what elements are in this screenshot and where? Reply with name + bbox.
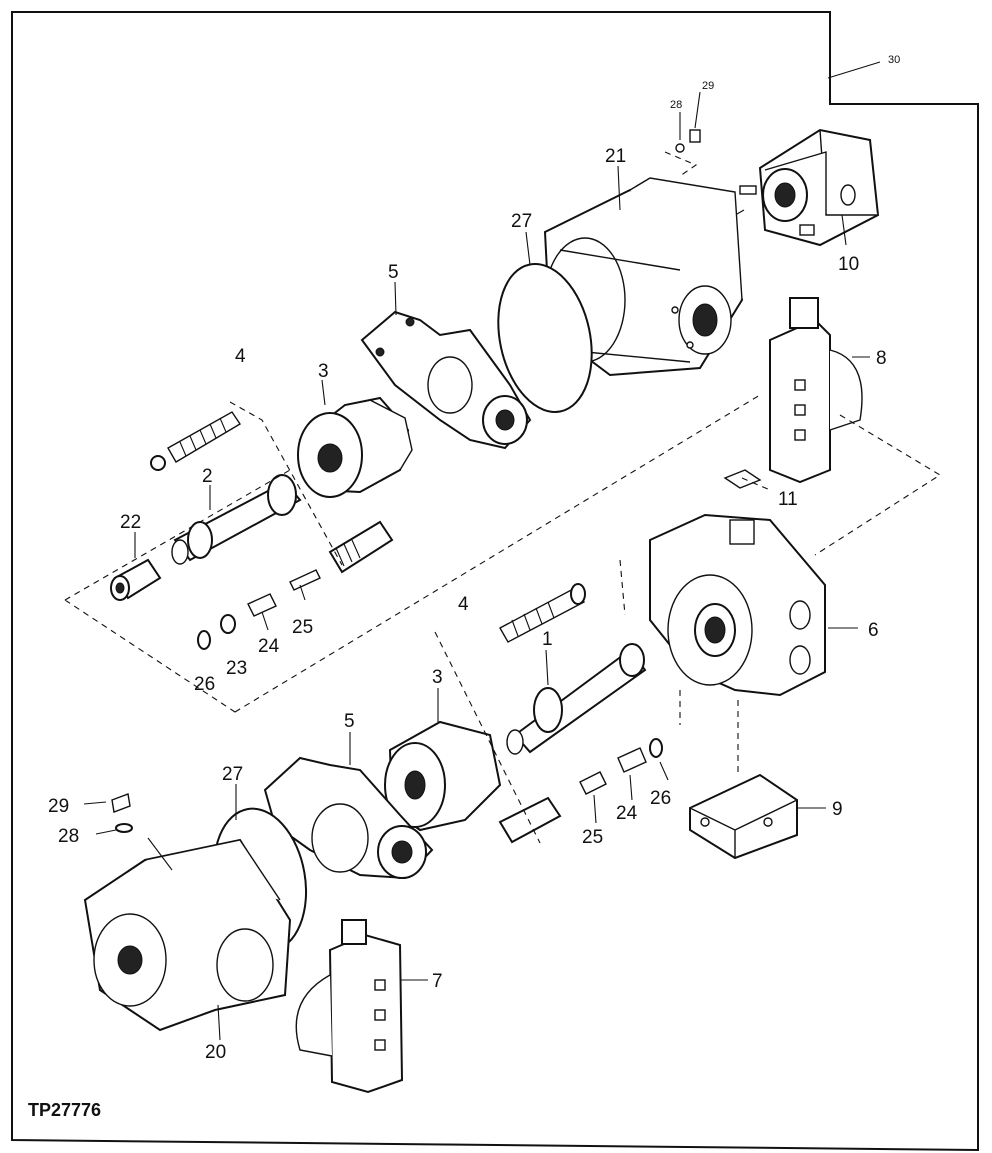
part-4-spring-bottom: [499, 583, 586, 643]
callout-28-29-bracket: [664, 151, 698, 177]
part-valve-piston-top: [328, 520, 394, 574]
callout-6: 6: [868, 620, 879, 641]
part-1-shaft: [506, 643, 647, 755]
callout-23: 23: [226, 658, 247, 679]
callout-11-bracket: [741, 477, 771, 491]
callout-7: 7: [432, 971, 443, 992]
callout-5-bottom: 5: [344, 711, 355, 732]
part-28-29-plug-top: [675, 129, 701, 153]
callout-1: 1: [542, 629, 553, 650]
callout-4-bottom: 4: [458, 594, 469, 615]
part-7-control-valve: [295, 919, 404, 1094]
callout-20: 20: [205, 1042, 226, 1063]
callout-4-top-bracket: [229, 401, 343, 566]
callout-21: 21: [605, 146, 626, 167]
part-20-pump-housing: [83, 838, 292, 1032]
part-3-cylinder-block-top: [297, 396, 413, 498]
part-3-cylinder-block-bottom: [384, 720, 502, 832]
part-10-gear-pump: [729, 128, 880, 247]
top-group-boundary: [64, 394, 942, 713]
callout-24-bottom: 24: [616, 803, 638, 824]
part-5-swash-plate-bottom: [263, 756, 434, 880]
part-11-plate: [723, 469, 762, 489]
part-4-spring-top: [150, 411, 241, 471]
callout-22: 22: [120, 512, 141, 533]
part-5-swash-plate-top: [360, 310, 532, 450]
callout-3-top: 3: [318, 361, 329, 382]
callout-30: 30: [888, 54, 900, 66]
part-9-manifold-block: [689, 773, 798, 860]
callout-27-bottom: 27: [222, 764, 243, 785]
figure-id: TP27776: [28, 1100, 101, 1120]
callout-25-top: 25: [292, 617, 313, 638]
callout-25-bottom: 25: [582, 827, 603, 848]
callout-28-bottom: 28: [58, 826, 79, 847]
callout-29-bottom: 29: [48, 796, 69, 817]
callout-9: 9: [832, 799, 843, 820]
callout-24-top: 24: [258, 636, 280, 657]
diagram-frame: [11, 11, 979, 1152]
callout-29-top: 29: [702, 80, 714, 92]
part-8-control-valve: [769, 297, 863, 484]
callout-5-top: 5: [388, 262, 399, 283]
callout-4-top: 4: [235, 346, 246, 367]
callout-2: 2: [202, 466, 213, 487]
part-6-valve-body: [649, 513, 826, 697]
callout-11: 11: [778, 489, 798, 510]
part-22-sleeve: [110, 558, 162, 601]
part-2-shaft: [171, 474, 302, 565]
callout-27-top: 27: [511, 211, 532, 232]
callout-3-bottom: 3: [432, 667, 443, 688]
part-small-hardware-bottom: [111, 738, 663, 844]
callout-26-bottom: 26: [650, 788, 671, 809]
callout-8: 8: [876, 348, 887, 369]
part-small-hardware-top: [197, 569, 321, 650]
callout-26-top: 26: [194, 674, 215, 695]
callout-28-top: 28: [670, 99, 682, 111]
callout-10: 10: [838, 254, 859, 275]
bottom-group-boundary: [434, 559, 739, 844]
